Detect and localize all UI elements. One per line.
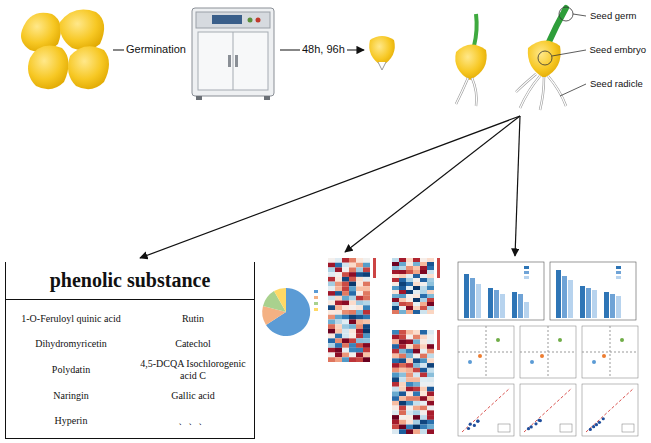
compound-name: Naringin [12,386,130,406]
seedling [455,14,486,106]
part-label: Seed embryo [587,44,648,55]
arrow [140,116,520,258]
pie-chart [262,288,318,336]
arrow [515,116,520,256]
scatter-plot [458,326,638,436]
part-label: Seed germ [588,10,638,21]
compound-name: Dihydromyricetin [12,334,130,354]
arrow [345,116,520,252]
compound-name: Rutin [134,309,252,329]
compound-name: Hyperin [12,411,130,431]
part-label: Seed radicle [588,78,645,89]
compound-name: 1-O-Feruloyl quinic acid [12,309,130,329]
bar-chart [458,262,636,320]
heading-box: phenolic substance [5,262,255,300]
compound-name: Catechol [134,334,252,354]
seedling [516,7,586,110]
step-label: Germination [124,43,188,55]
compound-name: Gallic acid [134,386,252,406]
corn-kernels [21,10,109,90]
compound-name: 4,5-DCQA Isochlorogenic acid C [134,358,252,382]
incubator [192,8,274,100]
compound-list-box: 1-O-Feruloyl quinic acidRutinDihydromyri… [5,300,255,439]
heading: phenolic substance [50,269,211,292]
compound-name: Polydatin [12,358,130,382]
compound-name: 、、、 [134,411,252,431]
seed [369,36,395,70]
heatmap [328,258,440,434]
step-label: 48h, 96h [300,43,347,55]
